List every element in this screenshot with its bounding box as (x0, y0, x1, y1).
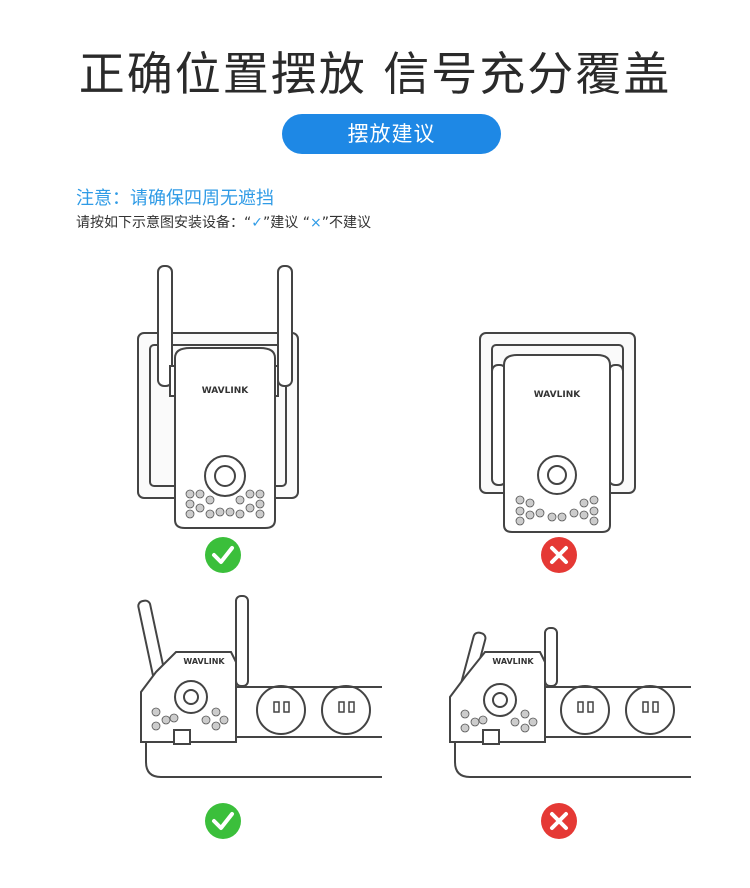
notice-heading: 注意：请确保四周无遮挡 (76, 188, 274, 209)
check-icon (205, 537, 241, 573)
strip-antenna-up-illustration: WAVLINK (137, 595, 382, 778)
wall-antenna-up-illustration: WAVLINK (137, 265, 299, 529)
quote-open: “ (244, 215, 252, 231)
brand-logo: WAVLINK (534, 390, 581, 400)
brand-logo: WAVLINK (202, 386, 249, 396)
recommended-label: ”建议 (263, 215, 303, 231)
check-icon (205, 803, 241, 839)
instruction-text: 请按如下示意图安装设备：“✓”建议 “×”不建议 (76, 212, 371, 232)
cross-glyph: × (309, 215, 322, 231)
brand-logo: WAVLINK (492, 657, 534, 666)
instruction-prefix: 请按如下示意图安装设备： (76, 215, 244, 231)
cross-icon (541, 803, 577, 839)
cross-icon (541, 537, 577, 573)
placement-advice-badge: 摆放建议 (282, 114, 501, 154)
not-recommended-label: ”不建议 (321, 215, 371, 231)
strip-antenna-down-illustration: WAVLINK (449, 627, 691, 778)
quote-open-2: “ (302, 215, 310, 231)
check-glyph: ✓ (251, 215, 263, 231)
brand-logo: WAVLINK (183, 657, 225, 666)
wall-antenna-down-illustration: WAVLINK (479, 332, 636, 533)
page-title: 正确位置摆放 信号充分覆盖 (78, 47, 672, 101)
